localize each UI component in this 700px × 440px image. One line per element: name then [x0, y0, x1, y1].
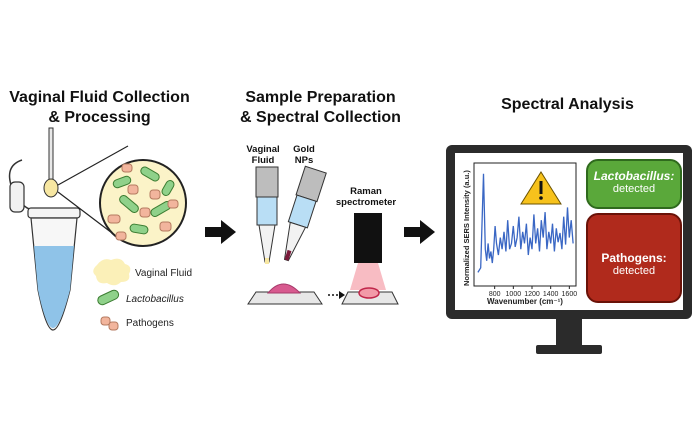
pipette-gold-label-line1: Gold	[293, 144, 315, 155]
chart-x-axis-label: Wavenumber (cm⁻¹)	[487, 297, 563, 306]
pipette-gold-label: Gold NPs	[286, 144, 322, 166]
pathogen-legend-icon-b	[108, 321, 119, 331]
stage-title-collection-line2: & Processing	[48, 109, 151, 126]
swab-icon	[43, 127, 59, 198]
chart-y-axis-label: Normalized SERS Intensity (a.u.)	[462, 170, 471, 286]
raman-spectrometer-icon	[341, 213, 399, 305]
pipette-gold-label-line2: NPs	[294, 155, 314, 166]
magnified-sample-circle	[99, 159, 187, 247]
legend-pathogens-label: Pathogens	[126, 318, 174, 329]
chart-x-tick-label: 1400	[543, 291, 559, 298]
chart-x-tick-label: 1600	[562, 291, 578, 298]
pipette-fluid-icon	[255, 166, 279, 264]
stage-title-preparation-line1: Sample Preparation	[245, 89, 396, 106]
lactobacillus-legend-icon	[97, 289, 120, 306]
fluid-legend-icon	[93, 258, 131, 286]
dotted-arrow-head	[339, 291, 345, 299]
chart-frame	[473, 162, 577, 287]
microcentrifuge-tube-icon	[8, 159, 81, 331]
stage-title-collection-line1: Vaginal Fluid Collection	[9, 89, 190, 106]
raman-label: Raman spectrometer	[330, 186, 402, 208]
stage-title-preparation: Sample Preparation & Spectral Collection	[218, 88, 423, 128]
pathogens-result-panel: Pathogens: detected	[586, 213, 682, 303]
arrow-icon-1	[205, 220, 236, 244]
arrow-icon-2	[404, 220, 435, 244]
stage-title-collection: Vaginal Fluid Collection & Processing	[2, 88, 197, 128]
raman-label-line1: Raman	[350, 186, 382, 197]
legend-lactobacillus-label: Lactobacillus	[126, 294, 184, 305]
pathogens-result-status: detected	[612, 265, 656, 277]
chart-x-tick-label: 1200	[524, 291, 540, 298]
pipette-fluid-label: Vaginal Fluid	[243, 144, 283, 166]
lactobacillus-result-status: detected	[612, 183, 656, 195]
chart-x-tick-label: 1000	[506, 291, 522, 298]
stage-title-analysis: Spectral Analysis	[470, 95, 665, 115]
sample-slide-icon	[247, 283, 323, 305]
pathogens-result-title: Pathogens:	[601, 251, 667, 265]
raman-label-line2: spectrometer	[335, 197, 397, 208]
legend-fluid-label: Vaginal Fluid	[135, 268, 193, 279]
pipette-fluid-label-line2: Fluid	[251, 155, 275, 166]
lactobacillus-result-panel: Lactobacillus: detected	[586, 159, 682, 209]
chart-series-line	[477, 173, 574, 273]
pathogen-legend-icon-a	[100, 316, 111, 326]
warning-triangle-icon	[520, 171, 562, 205]
pipette-gold-icon	[283, 165, 327, 262]
magnify-line-bottom	[57, 191, 117, 237]
magnify-line-top	[57, 145, 129, 186]
lactobacillus-result-title: Lactobacillus:	[593, 169, 675, 183]
chart-x-tick-label: 800	[489, 291, 501, 298]
stage-title-analysis-line1: Spectral Analysis	[501, 96, 634, 113]
stage-title-preparation-line2: & Spectral Collection	[240, 109, 401, 126]
pipette-fluid-label-line1: Vaginal	[246, 144, 280, 155]
